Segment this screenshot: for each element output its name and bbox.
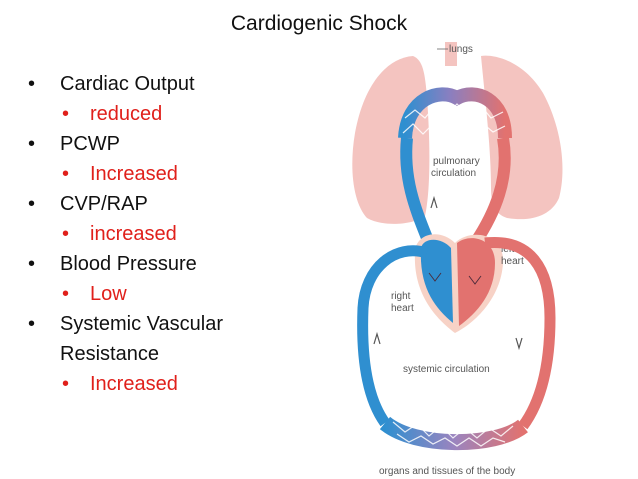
systemic-label: systemic circulation [403,364,490,375]
up-arrow-systemic [373,331,381,345]
circulation-label: circulation [431,168,476,179]
right-heart-label-1: right [391,291,411,302]
bullet-item: • Blood Pressure [26,249,326,279]
systemic-capillary-mesh [392,421,514,447]
sub-bullet-item: • Low [26,279,326,309]
sub-bullet-label: Increased [90,373,178,395]
bullet-label: Systemic Vascular Resistance [60,313,224,365]
bullet-icon: • [62,373,70,395]
sub-bullet-label: Increased [90,163,178,185]
heart-valves [428,272,482,285]
bullet-list: • Cardiac Output • reduced • PCWP • Increase… [26,69,326,399]
right-heart [420,239,453,323]
pulmonary-artery [400,137,433,241]
pulmonary-label: pulmonary [433,156,480,167]
pulmonary-capillary-bed [398,87,512,139]
bullet-icon: • [28,253,36,275]
bullet-icon: • [28,193,36,215]
bullet-label: Blood Pressure [60,253,197,275]
bullet-icon: • [62,103,70,125]
aorta [484,236,556,430]
bullet-icon: • [28,313,36,335]
bullet-item: • Systemic Vascular Resistance [26,309,270,369]
bullet-icon: • [62,163,70,185]
bullet-label: CVP/RAP [60,193,148,215]
right-heart-label-2: heart [391,303,414,314]
sub-bullet-item: • increased [26,219,326,249]
left-heart-label-2: heart [501,256,524,267]
bullet-item: • CVP/RAP [26,189,326,219]
bullet-label: PCWP [60,133,120,155]
bullet-label: Cardiac Output [60,73,195,95]
sub-bullet-item: • reduced [26,99,326,129]
left-heart-label-1: left [501,244,515,255]
bullet-icon: • [62,223,70,245]
bullet-icon: • [28,73,36,95]
bullet-icon: • [28,133,36,155]
pulmonary-vein [470,136,511,247]
up-arrow [430,195,438,209]
sub-bullet-label: increased [90,223,177,245]
sub-bullet-item: • Increased [26,159,326,189]
trachea [445,42,457,66]
bullet-icon: • [62,283,70,305]
organs-label: organs and tissues of the body [379,466,515,477]
systemic-capillary-bed [379,416,528,451]
pulmonary-capillary-mesh [402,103,506,135]
vena-cava [357,245,429,427]
slide-title: Cardiogenic Shock [230,12,408,35]
bullet-item: • PCWP [26,129,326,159]
down-arrow-systemic [515,337,523,351]
sub-bullet-label: Low [90,283,127,305]
sub-bullet-label: reduced [90,103,163,125]
circulation-diagram: lungs pulmonary circulation left heart r… [352,42,563,477]
bullet-item: • Cardiac Output [26,69,326,99]
lungs-label: lungs [449,44,473,55]
sub-bullet-item: • Increased [26,369,326,399]
